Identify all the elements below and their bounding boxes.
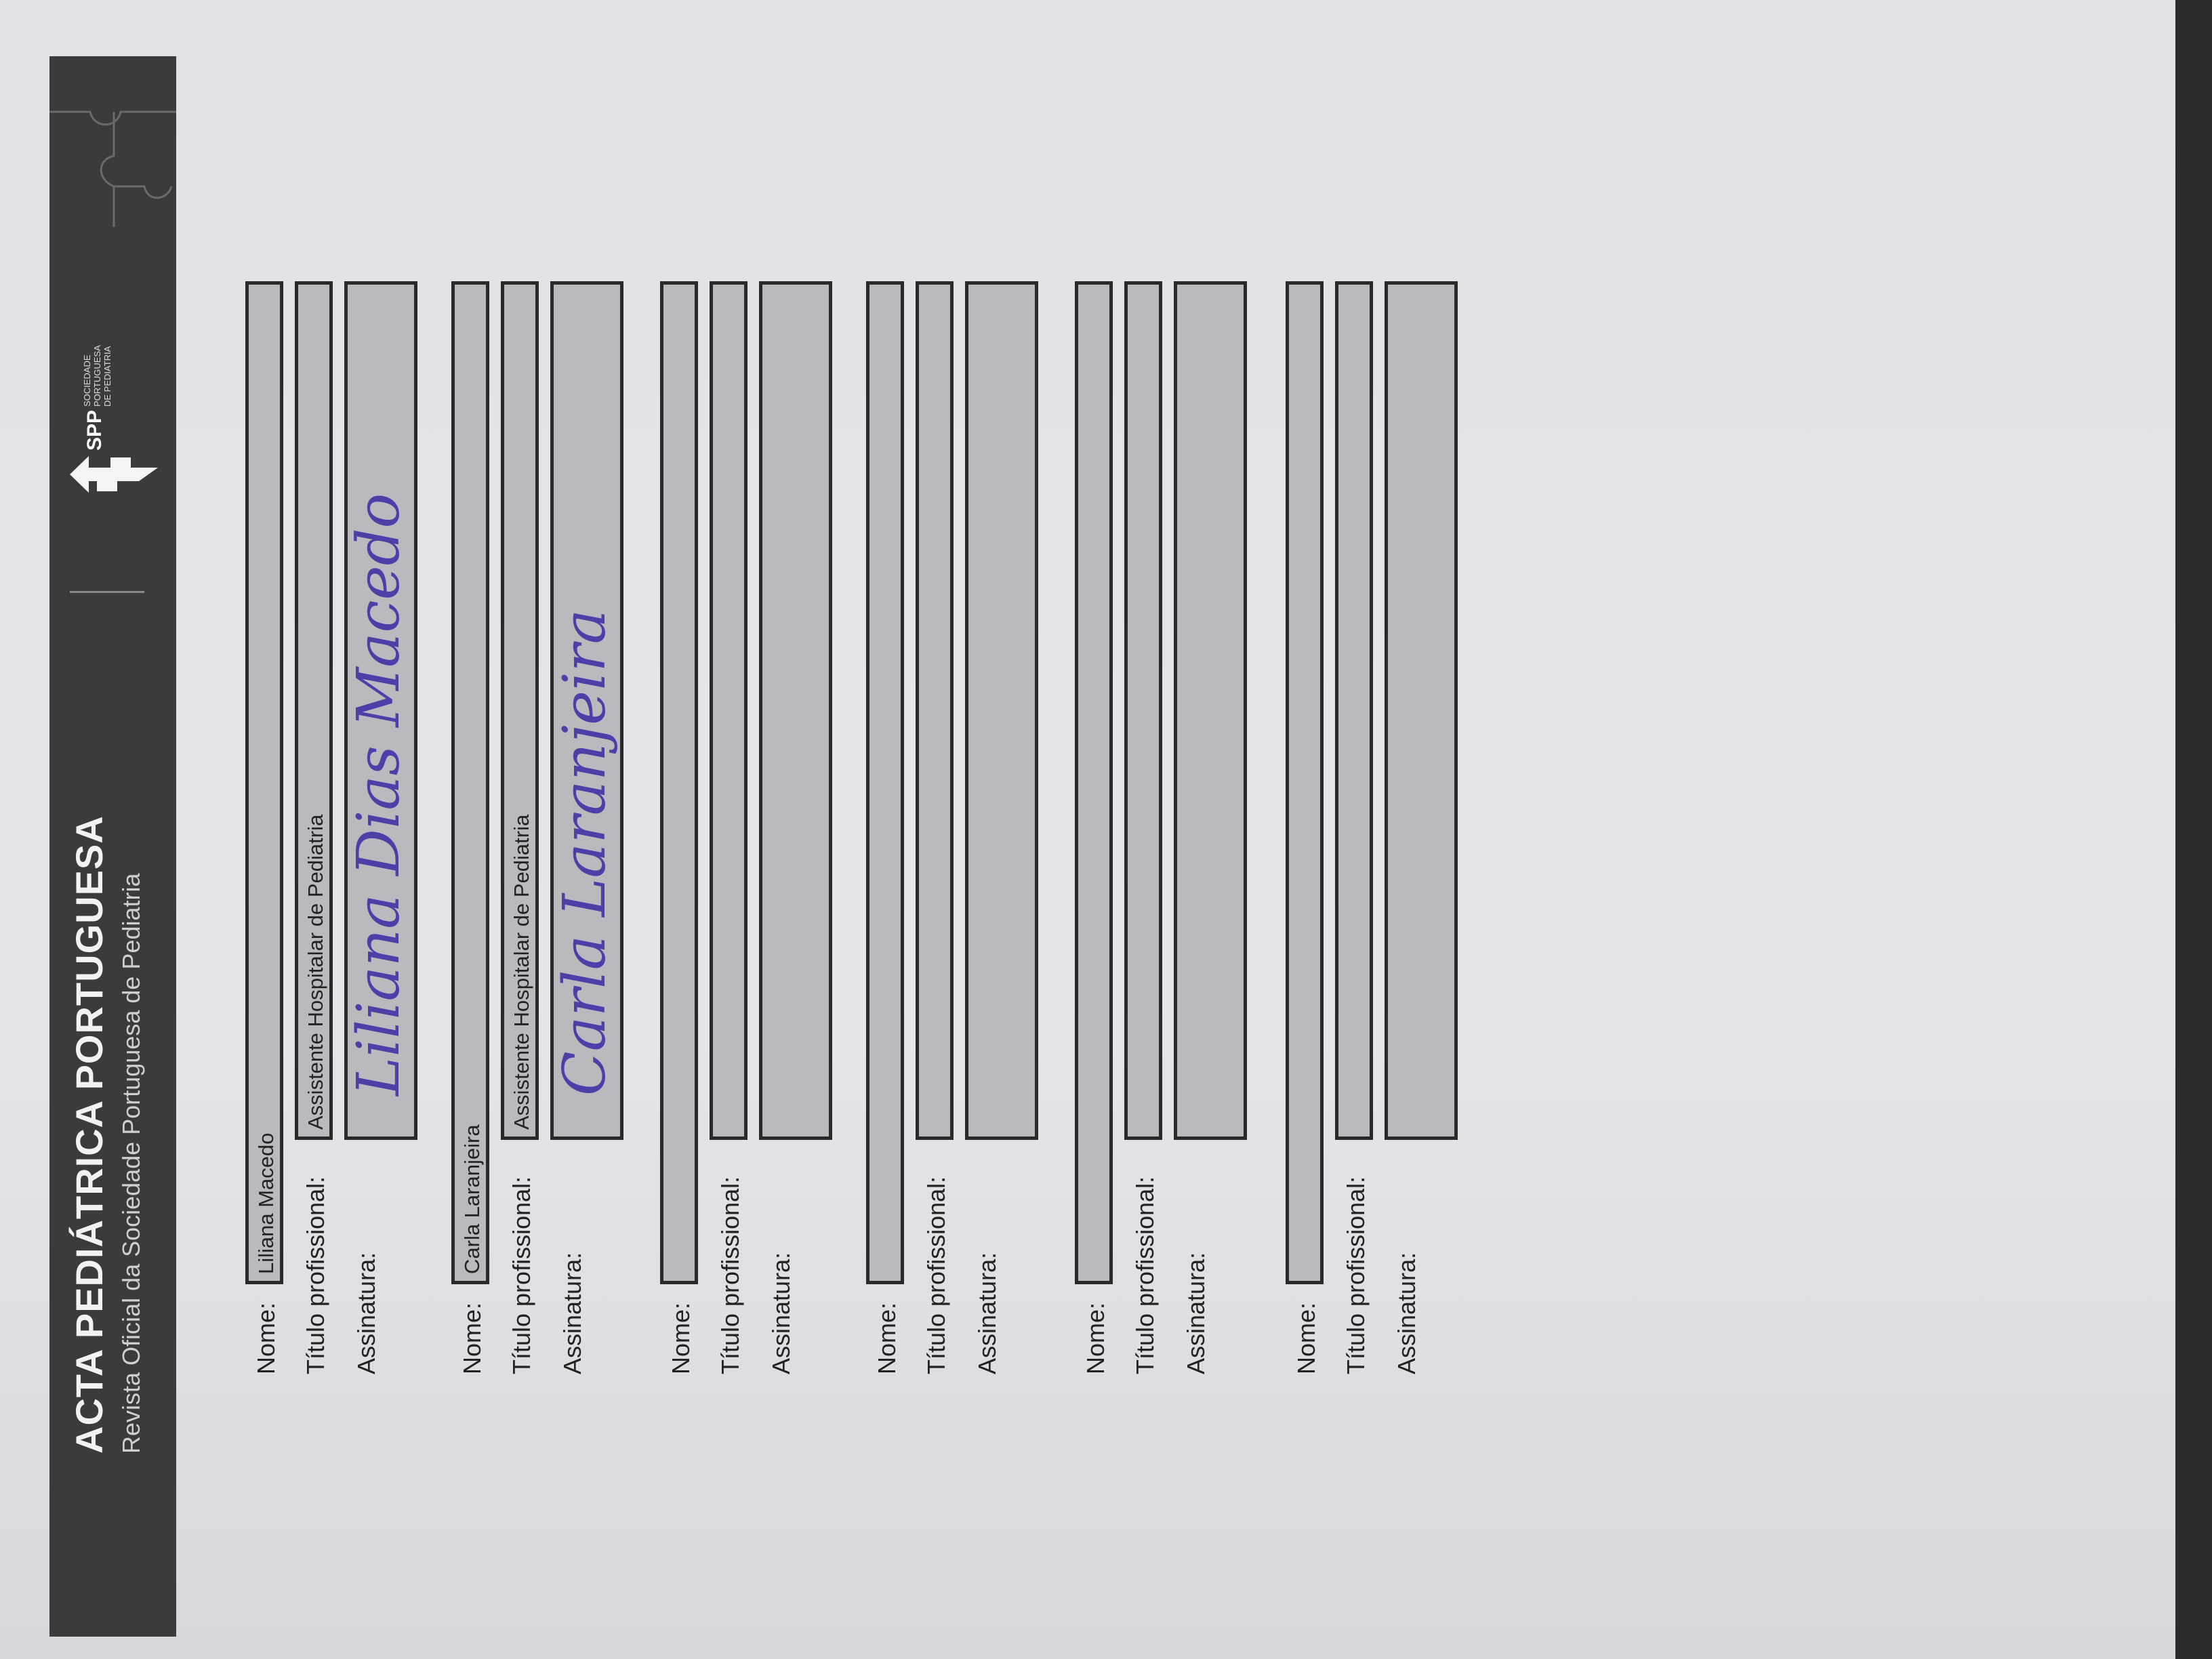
assinatura-label: Assinatura: bbox=[973, 1252, 1001, 1374]
assinatura-label: Assinatura: bbox=[767, 1252, 795, 1374]
nome-field[interactable]: Liliana Macedo bbox=[245, 281, 283, 1284]
journal-subtitle: Revista Oficial da Sociedade Portuguesa … bbox=[117, 873, 145, 1454]
signatory-entry-1: Nome: Liliana Macedo Título profissional… bbox=[245, 0, 417, 1659]
assinatura-field[interactable] bbox=[1385, 281, 1458, 1140]
background-edge bbox=[2175, 0, 2212, 1659]
assinatura-field[interactable] bbox=[759, 281, 832, 1140]
titulo-value: Assistente Hospitalar de Pediatria bbox=[510, 814, 533, 1130]
assinatura-label: Assinatura: bbox=[558, 1252, 586, 1374]
signatory-entry-4: Nome: Título profissional: Assinatura: bbox=[866, 0, 1038, 1659]
spp-logo: SPP SOCIEDADE PORTUGUESA DE PEDIATRIA bbox=[70, 322, 158, 498]
assinatura-label: Assinatura: bbox=[1393, 1252, 1420, 1374]
nome-field[interactable] bbox=[1075, 281, 1113, 1284]
titulo-field[interactable]: Assistente Hospitalar de Pediatria bbox=[295, 281, 333, 1140]
nome-field[interactable] bbox=[660, 281, 698, 1284]
header-divider bbox=[70, 591, 144, 593]
signatory-entry-5: Nome: Título profissional: Assinatura: bbox=[1075, 0, 1247, 1659]
nome-value: Carla Laranjeira bbox=[460, 1124, 484, 1274]
titulo-field[interactable] bbox=[916, 281, 954, 1140]
titulo-value: Assistente Hospitalar de Pediatria bbox=[304, 814, 327, 1130]
signatory-entry-6: Nome: Título profissional: Assinatura: bbox=[1286, 0, 1458, 1659]
signature: Liliana Dias Macedo bbox=[345, 493, 413, 1096]
assinatura-field[interactable] bbox=[1174, 281, 1247, 1140]
assinatura-label: Assinatura: bbox=[1182, 1252, 1210, 1374]
logo-text: SOCIEDADE PORTUGUESA DE PEDIATRIA bbox=[82, 345, 112, 407]
nome-label: Nome: bbox=[1292, 1302, 1320, 1374]
titulo-label: Título profissional: bbox=[508, 1176, 535, 1374]
nome-label: Nome: bbox=[667, 1302, 695, 1374]
spp-arrow-icon bbox=[70, 456, 158, 493]
nome-field[interactable] bbox=[1286, 281, 1324, 1284]
titulo-label: Título profissional: bbox=[716, 1176, 744, 1374]
nome-field[interactable]: Carla Laranjeira bbox=[451, 281, 489, 1284]
nome-label: Nome: bbox=[1082, 1302, 1109, 1374]
logo-acronym: SPP bbox=[83, 409, 106, 451]
nome-field[interactable] bbox=[866, 281, 904, 1284]
journal-title: ACTA PEDIÁTRICA PORTUGUESA bbox=[68, 815, 110, 1454]
assinatura-field[interactable] bbox=[965, 281, 1038, 1140]
puzzle-decoration-icon bbox=[49, 110, 176, 227]
signature: Carla Laranjeira bbox=[551, 609, 619, 1096]
titulo-label: Título profissional: bbox=[1131, 1176, 1159, 1374]
nome-value: Liliana Macedo bbox=[254, 1132, 278, 1274]
titulo-field[interactable] bbox=[710, 281, 747, 1140]
nome-label: Nome: bbox=[252, 1302, 280, 1374]
titulo-field[interactable] bbox=[1124, 281, 1162, 1140]
titulo-label: Título profissional: bbox=[1342, 1176, 1370, 1374]
signatory-entry-2: Nome: Carla Laranjeira Título profission… bbox=[451, 0, 623, 1659]
titulo-field[interactable] bbox=[1335, 281, 1373, 1140]
nome-label: Nome: bbox=[873, 1302, 901, 1374]
titulo-label: Título profissional: bbox=[302, 1176, 329, 1374]
assinatura-field[interactable]: Carla Laranjeira bbox=[550, 281, 623, 1140]
titulo-label: Título profissional: bbox=[922, 1176, 950, 1374]
signatory-entry-3: Nome: Título profissional: Assinatura: bbox=[660, 0, 832, 1659]
nome-label: Nome: bbox=[458, 1302, 486, 1374]
assinatura-field[interactable]: Liliana Dias Macedo bbox=[344, 281, 417, 1140]
journal-header: ACTA PEDIÁTRICA PORTUGUESA Revista Ofici… bbox=[49, 56, 176, 1637]
titulo-field[interactable]: Assistente Hospitalar de Pediatria bbox=[501, 281, 539, 1140]
assinatura-label: Assinatura: bbox=[352, 1252, 380, 1374]
